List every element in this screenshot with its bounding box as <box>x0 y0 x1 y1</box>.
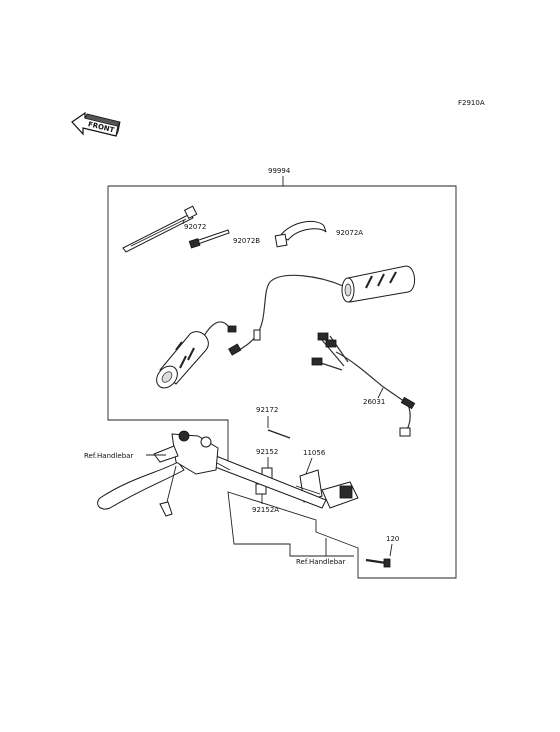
label-26031: 26031 <box>363 398 385 406</box>
switch-11056 <box>295 469 359 509</box>
band-92072a <box>274 220 327 248</box>
label-92072: 92072 <box>184 223 206 231</box>
label-92072b: 92072B <box>233 237 260 245</box>
figure-code: F2910A <box>458 99 485 107</box>
label-92072a: 92072A <box>336 229 363 237</box>
clutch-lever <box>97 430 219 517</box>
label-92152: 92152 <box>256 448 278 456</box>
label-120: 120 <box>386 535 399 543</box>
label-ref-handlebar-bottom: Ref.Handlebar <box>296 558 345 566</box>
heated-grip-right <box>228 265 415 356</box>
heated-grip-left <box>156 321 237 389</box>
cable-tie-92072b <box>188 229 230 249</box>
harness-26031 <box>311 332 416 437</box>
kit-boundary <box>108 185 457 579</box>
label-92172: 92172 <box>256 406 278 414</box>
kit-boundary-left <box>107 186 229 470</box>
cable-tie-92072 <box>122 205 198 253</box>
front-arrow-icon: FRONT <box>71 111 121 137</box>
bolt-120 <box>365 558 391 568</box>
label-92152a: 92152A <box>252 506 279 514</box>
label-99994: 99994 <box>268 167 291 175</box>
label-11056: 11056 <box>303 449 326 457</box>
screw-92172 <box>267 429 291 439</box>
label-ref-handlebar-left: Ref.Handlebar <box>84 452 133 460</box>
